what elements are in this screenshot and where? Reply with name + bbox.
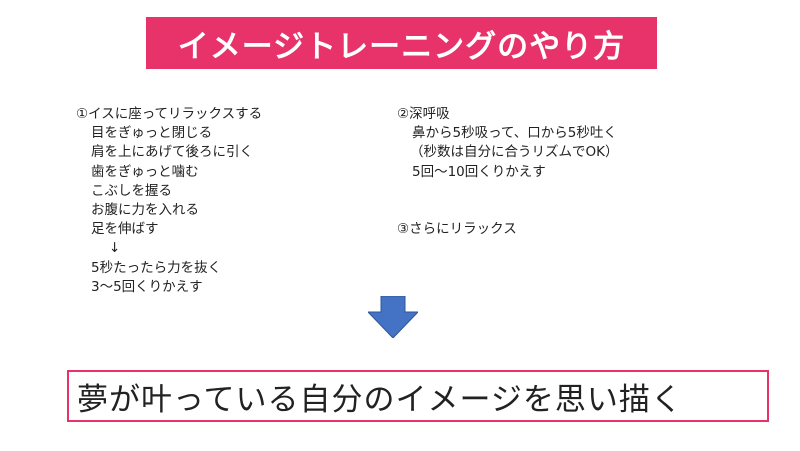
step-1-section: ①イスに座ってリラックスする 目をぎゅっと閉じる 肩を上にあげて後ろに引く 歯を… [76, 105, 262, 297]
step-2-repeat: 5回〜10回くりかえす [412, 163, 546, 180]
step-2-breath: 鼻から5秒吸って、口から5秒吐く [412, 125, 617, 142]
step-2-heading: ②深呼吸 [397, 106, 450, 122]
step-1-item: こぶしを握る [91, 182, 172, 199]
down-arrow-icon [366, 295, 420, 339]
down-arrow-shape [366, 295, 420, 339]
step-1-item: 肩を上にあげて後ろに引く [91, 144, 253, 161]
goal-box: 夢が叶っている自分のイメージを思い描く [67, 370, 769, 422]
step-1-hold: 5秒たったら力を抜く [91, 259, 222, 276]
step-2-note: （秒数は自分に合うリズムでOK） [410, 144, 619, 161]
step-1-item: 歯をぎゅっと噛む [91, 163, 199, 180]
step-1-item: 足を伸ばす [91, 221, 159, 238]
step-1-heading: ①イスに座ってリラックスする [76, 106, 263, 122]
goal-text: 夢が叶っている自分のイメージを思い描く [77, 381, 683, 418]
title-banner: イメージトレーニングのやり方 [146, 17, 657, 69]
spacer [397, 182, 618, 220]
step-1-item: 目をぎゅっと閉じる [91, 125, 213, 142]
step-1-item: お腹に力を入れる [91, 202, 199, 219]
down-arrow-svg [366, 295, 420, 339]
step-3-heading: ③さらにリラックス [397, 220, 517, 237]
step-2-section: ②深呼吸 鼻から5秒吸って、口から5秒吐く （秒数は自分に合うリズムでOK） 5… [397, 105, 618, 239]
step-1-arrow: ↓ [109, 240, 121, 257]
step-1-repeat: 3〜5回くりかえす [91, 278, 203, 295]
page-title: イメージトレーニングのやり方 [177, 28, 626, 65]
